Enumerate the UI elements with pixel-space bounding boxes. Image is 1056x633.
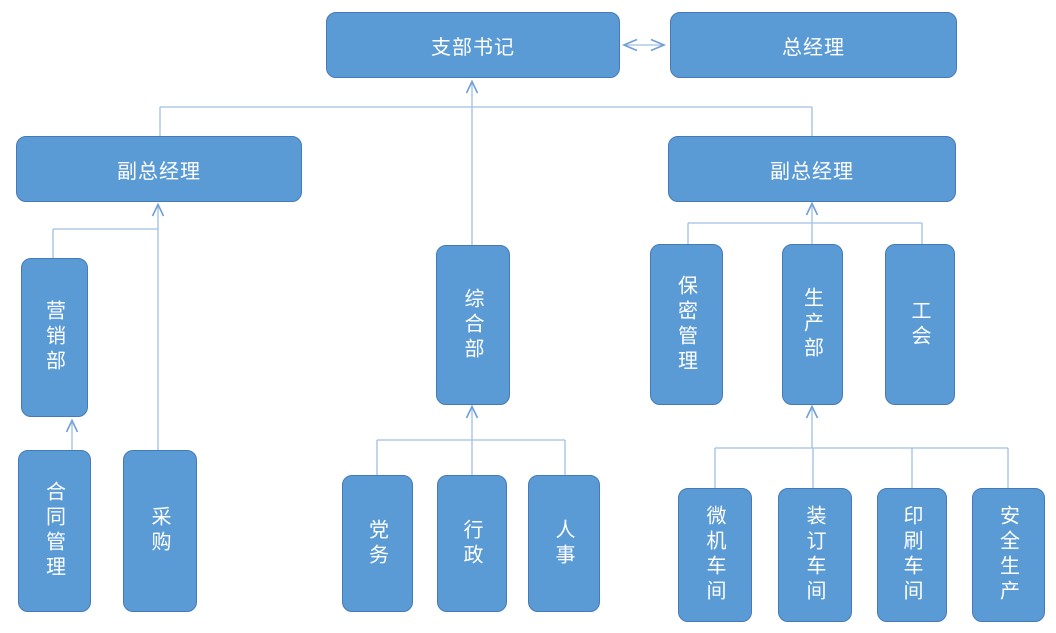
conn-center-children-arrowhead [465,404,479,419]
node-party-affairs-label: 党务 [365,518,390,569]
conn-contract-marketing-arrowhead [65,418,79,433]
node-production-dept[interactable]: 生产部 [782,244,843,405]
node-confidentiality-management-label: 保密管理 [674,274,699,375]
node-printing-workshop-label: 印刷车间 [900,505,924,605]
conn-secretary-manager-arrowhead-left [621,38,638,52]
node-human-resources[interactable]: 人事 [528,475,600,612]
node-computer-workshop[interactable]: 微机车间 [678,488,752,622]
node-deputy-gm-right-label: 副总经理 [770,158,854,183]
node-contract-management[interactable]: 合同管理 [18,450,91,612]
node-binding-workshop-label: 装订车间 [803,505,827,605]
node-marketing-dept[interactable]: 营销部 [21,258,88,417]
node-binding-workshop[interactable]: 装订车间 [778,488,852,622]
node-administration[interactable]: 行政 [437,475,507,612]
node-deputy-gm-left-label: 副总经理 [117,158,201,183]
node-general-dept-label: 综合部 [461,287,485,363]
node-party-affairs[interactable]: 党务 [342,475,413,612]
node-general-manager[interactable]: 总经理 [670,12,957,78]
node-procurement-label: 采购 [148,506,172,556]
node-general-manager-label: 总经理 [782,34,845,59]
conn-left-children-arrowhead [151,202,165,217]
node-general-dept[interactable]: 综合部 [436,245,510,405]
node-administration-label: 行政 [460,518,484,569]
node-procurement[interactable]: 采购 [123,450,197,612]
node-production-dept-label: 生产部 [800,287,825,362]
conn-right-children-arrowhead [805,201,819,216]
conn-secretary-manager-arrowhead-right [650,38,667,52]
node-deputy-gm-left[interactable]: 副总经理 [16,136,302,202]
node-branch-secretary-label: 支部书记 [431,34,515,59]
node-computer-workshop-label: 微机车间 [703,505,727,605]
node-human-resources-label: 人事 [552,518,576,569]
node-contract-management-label: 合同管理 [42,481,67,581]
node-printing-workshop[interactable]: 印刷车间 [877,488,947,622]
node-deputy-gm-right[interactable]: 副总经理 [668,136,956,202]
node-branch-secretary[interactable]: 支部书记 [326,12,620,78]
node-safety-production[interactable]: 安全生产 [972,488,1045,622]
conn-generaldept-secretary-arrowhead [465,79,479,94]
node-confidentiality-management[interactable]: 保密管理 [650,244,723,405]
node-labor-union[interactable]: 工会 [885,244,955,405]
node-marketing-dept-label: 营销部 [42,300,67,375]
node-safety-production-label: 安全生产 [996,505,1021,605]
node-labor-union-label: 工会 [908,299,932,350]
conn-workshops-arrowhead [805,404,819,419]
